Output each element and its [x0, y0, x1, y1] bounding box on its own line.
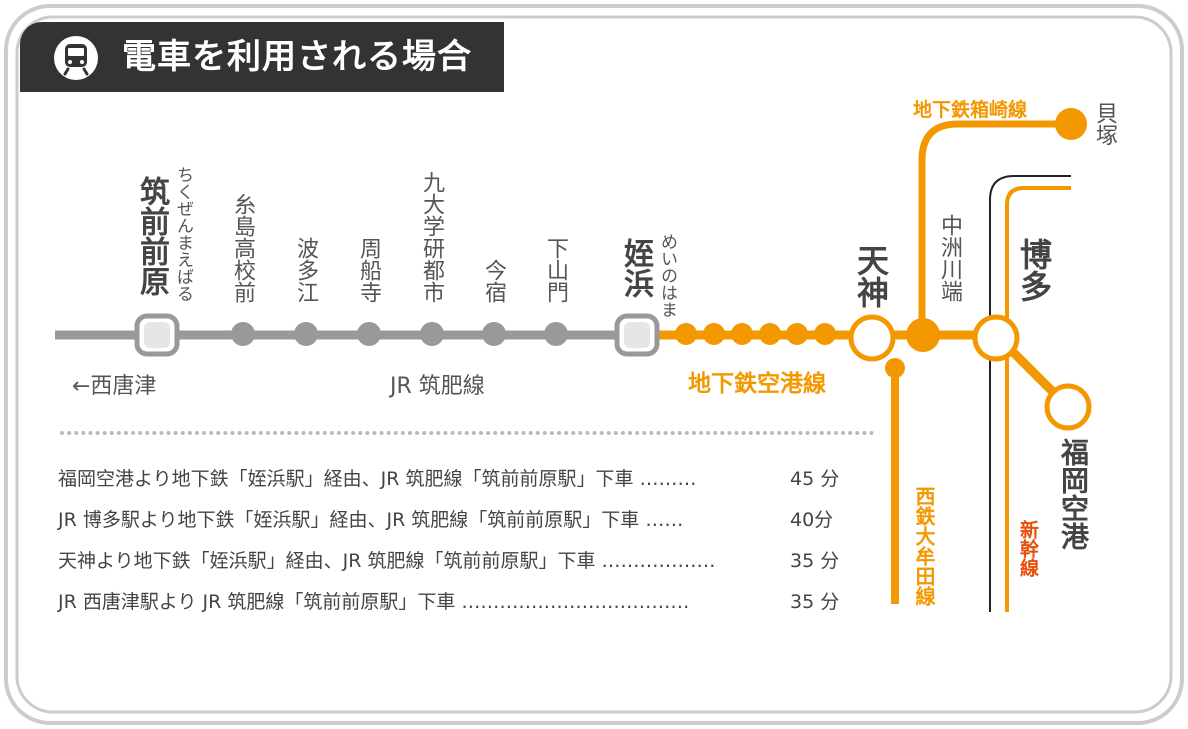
inner-frame [15, 15, 1173, 714]
outer-frame [4, 4, 1184, 725]
station-dot [294, 322, 318, 346]
station-label-meinohama: 姪浜 [618, 238, 653, 298]
station-label-hakata: 博多 [1015, 238, 1053, 302]
direction-label-nishikaratsu: ←西唐津 [72, 374, 157, 399]
station-label-chikuzenmaebaru: 筑前前原 [134, 176, 169, 296]
route-time: 45 分 [790, 468, 840, 490]
nishitetsu-terminal [885, 358, 905, 378]
station-label-fukuokakuukou: 福岡空港 [1057, 438, 1090, 550]
line-label-hakozaki: 地下鉄箱崎線 [913, 99, 1028, 121]
route-time: 35 分 [790, 591, 840, 613]
route-time: 35 分 [790, 550, 840, 572]
route-time: 40分 [790, 509, 834, 531]
station-meinohama-inner [624, 322, 650, 348]
station-label-kyudaigakkentoshi: 九大学研都市 [419, 171, 444, 303]
station-hakata [972, 314, 1020, 362]
subway-station-dot [731, 323, 753, 345]
station-chikuzenmaebaru-inner [144, 322, 170, 348]
subway-station-dot [814, 323, 836, 345]
line-label-jr-chikuhi: JR 筑肥線 [390, 374, 485, 399]
station-dot [357, 322, 381, 346]
station-dot [482, 322, 506, 346]
station-label-tenjin: 天神 [852, 244, 890, 308]
header-bar [20, 22, 504, 92]
hakozaki-line [918, 120, 1071, 335]
station-label-susenji: 周船寺 [356, 237, 381, 303]
station-label-kaizuka: 貝塚 [1092, 102, 1117, 146]
route-text: JR 博多駅より地下鉄「姪浜駅」経由、JR 筑肥線「筑前前原駅」下車 …… [58, 509, 684, 531]
line-label-shinkansen: 新幹線 [1017, 520, 1039, 577]
station-dot [420, 322, 444, 346]
station-label-nakasukawabata: 中洲川端 [937, 214, 962, 302]
subway-station-dot [675, 323, 697, 345]
station-dot [231, 322, 255, 346]
station-dot [544, 322, 568, 346]
line-label-nishitetsu: 西鉄大牟田線 [912, 486, 936, 606]
station-label-shimoyamato: 下山門 [543, 237, 568, 303]
station-label-itoshimakoukoumae: 糸島高校前 [230, 193, 255, 303]
station-tenjin [848, 314, 896, 362]
station-label-imajuku: 今宿 [481, 259, 506, 303]
route-text: JR 西唐津駅より JR 筑肥線「筑前前原駅」下車 ……………………………… [58, 591, 690, 613]
station-airport [1044, 383, 1092, 431]
station-nakasu [906, 318, 940, 352]
station-kaizuka [1055, 108, 1087, 140]
station-reading-chikuzenmaebaru: ちくぜんまえばる [173, 166, 193, 302]
header-title: 電車を利用される場合 [122, 37, 472, 77]
station-reading-meinohama: めいのはま [657, 233, 677, 318]
subway-station-dot [786, 323, 808, 345]
route-text: 天神より地下鉄「姪浜駅」経由、JR 筑肥線「筑前前原駅」下車 ……………… [58, 550, 716, 572]
train-icon [54, 36, 98, 80]
subway-station-dot [703, 323, 725, 345]
jr-kagoshima-line [989, 175, 1071, 612]
station-label-hatae: 波多江 [293, 237, 318, 303]
subway-station-dot [759, 323, 781, 345]
route-text: 福岡空港より地下鉄「姪浜駅」経由、JR 筑肥線「筑前前原駅」下車 ……… [58, 468, 697, 490]
line-label-airport: 地下鉄空港線 [688, 371, 826, 397]
shinkansen-line [1005, 186, 1071, 612]
